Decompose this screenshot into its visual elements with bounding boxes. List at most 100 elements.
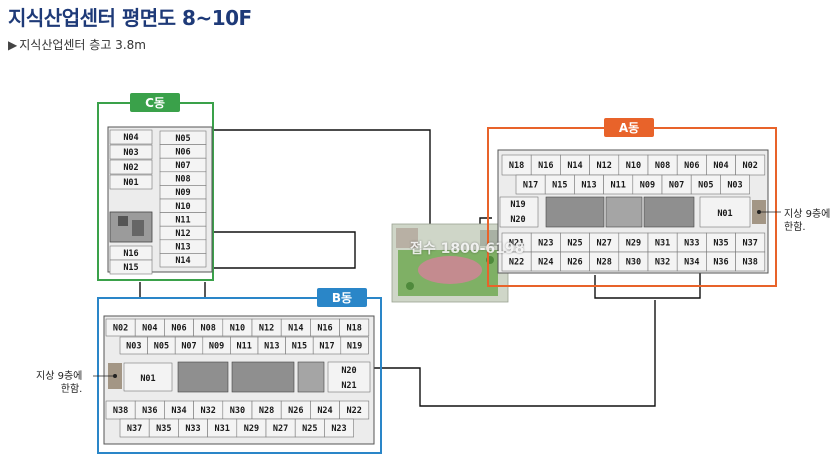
unit-cell [109,129,153,145]
unit-a-n13: N13 [581,181,596,191]
unit-a-n30: N30 [626,258,641,268]
unit-cell [109,259,153,275]
unit-a-n18: N18 [509,161,524,171]
unit-c-n16: N16 [123,249,138,259]
unit-a-n32: N32 [655,258,670,268]
unit-a-n24: N24 [538,258,553,268]
unit-a-n19: N19 [510,200,525,210]
building-b-note: 지상 9층에 한함. [36,370,82,396]
building-a-note: 지상 9층에 한함. [784,208,830,234]
unit-c-n08: N08 [175,175,190,185]
unit-a-n31: N31 [655,239,670,249]
building-a-core-2 [643,196,695,228]
building-b-core-1 [177,361,229,393]
unit-b-n05: N05 [154,342,169,352]
unit-c-n07: N07 [175,161,190,171]
triangle-bullet-icon: ▶ [8,38,18,52]
unit-b-n11: N11 [237,342,252,352]
unit-cell [159,253,207,268]
site-plan-image [391,223,509,303]
unit-a-n23: N23 [538,239,553,249]
unit-b-n33: N33 [185,424,200,434]
unit-a-n33: N33 [684,239,699,249]
unit-c-n13: N13 [175,243,190,253]
unit-b-n02: N02 [113,324,128,334]
unit-a-n04: N04 [713,161,728,171]
unit-cell [720,174,750,195]
unit-b-n03: N03 [126,342,141,352]
building-b-core-2 [231,361,295,393]
building-a-badge [604,118,654,137]
building-c-badge [130,93,180,112]
unit-b-n18: N18 [347,324,362,334]
unit-a-n11: N11 [611,181,626,191]
contact-number: 접수 1800-6198 [410,241,525,257]
unit-a-n14: N14 [567,161,582,171]
unit-cell [735,154,766,176]
unit-a-n07: N07 [669,181,684,191]
unit-b-n38: N38 [113,406,128,416]
unit-b-n27: N27 [273,424,288,434]
unit-a-n17: N17 [523,181,538,191]
unit-a-n26: N26 [567,258,582,268]
unit-b-n04: N04 [142,324,157,334]
unit-a-n09: N09 [640,181,655,191]
unit-cell [339,318,370,337]
unit-a-n03: N03 [727,181,742,191]
building-b-border [97,297,382,454]
unit-b-n21: N21 [341,381,356,391]
unit-cell [340,336,369,355]
unit-b-n09: N09 [209,342,224,352]
unit-a-n29: N29 [626,239,641,249]
unit-a-n38: N38 [743,258,758,268]
unit-b-n28: N28 [259,406,274,416]
unit-cell [735,251,766,272]
unit-cell [109,159,153,175]
unit-a-n28: N28 [597,258,612,268]
unit-a-n16: N16 [538,161,553,171]
unit-b-n34: N34 [171,406,186,416]
building-b-badge [317,288,367,307]
unit-b-n19: N19 [347,342,362,352]
unit-b-n08: N08 [201,324,216,334]
unit-a-n01: N01 [717,209,732,219]
unit-a-n12: N12 [597,161,612,171]
unit-b-n26: N26 [288,406,303,416]
unit-a-n22: N22 [509,258,524,268]
unit-b-n35: N35 [156,424,171,434]
unit-c-n10: N10 [175,202,190,212]
building-a-core-1 [545,196,605,228]
unit-b-n25: N25 [302,424,317,434]
unit-b-n20: N20 [341,366,356,376]
unit-b-n06: N06 [171,324,186,334]
unit-b-n23: N23 [331,424,346,434]
building-b-label: B동 [332,291,352,305]
unit-cell [339,400,370,420]
unit-a-n34: N34 [684,258,699,268]
unit-c-n11: N11 [175,215,190,225]
unit-c-n09: N09 [175,188,190,198]
unit-b-n12: N12 [259,324,274,334]
unit-b-n37: N37 [127,424,142,434]
unit-b-n13: N13 [264,342,279,352]
building-a-note-line-2: 한함. [784,222,806,233]
unit-a-n06: N06 [684,161,699,171]
unit-a-n37: N37 [743,239,758,249]
unit-b-n22: N22 [347,406,362,416]
building-b-note-line-2: 한함. [60,384,83,395]
unit-c-n12: N12 [175,229,190,239]
unit-a-n35: N35 [713,239,728,249]
unit-c-n14: N14 [175,256,190,266]
unit-b-n07: N07 [181,342,196,352]
unit-a-n08: N08 [655,161,670,171]
unit-c-n15: N15 [123,263,138,273]
